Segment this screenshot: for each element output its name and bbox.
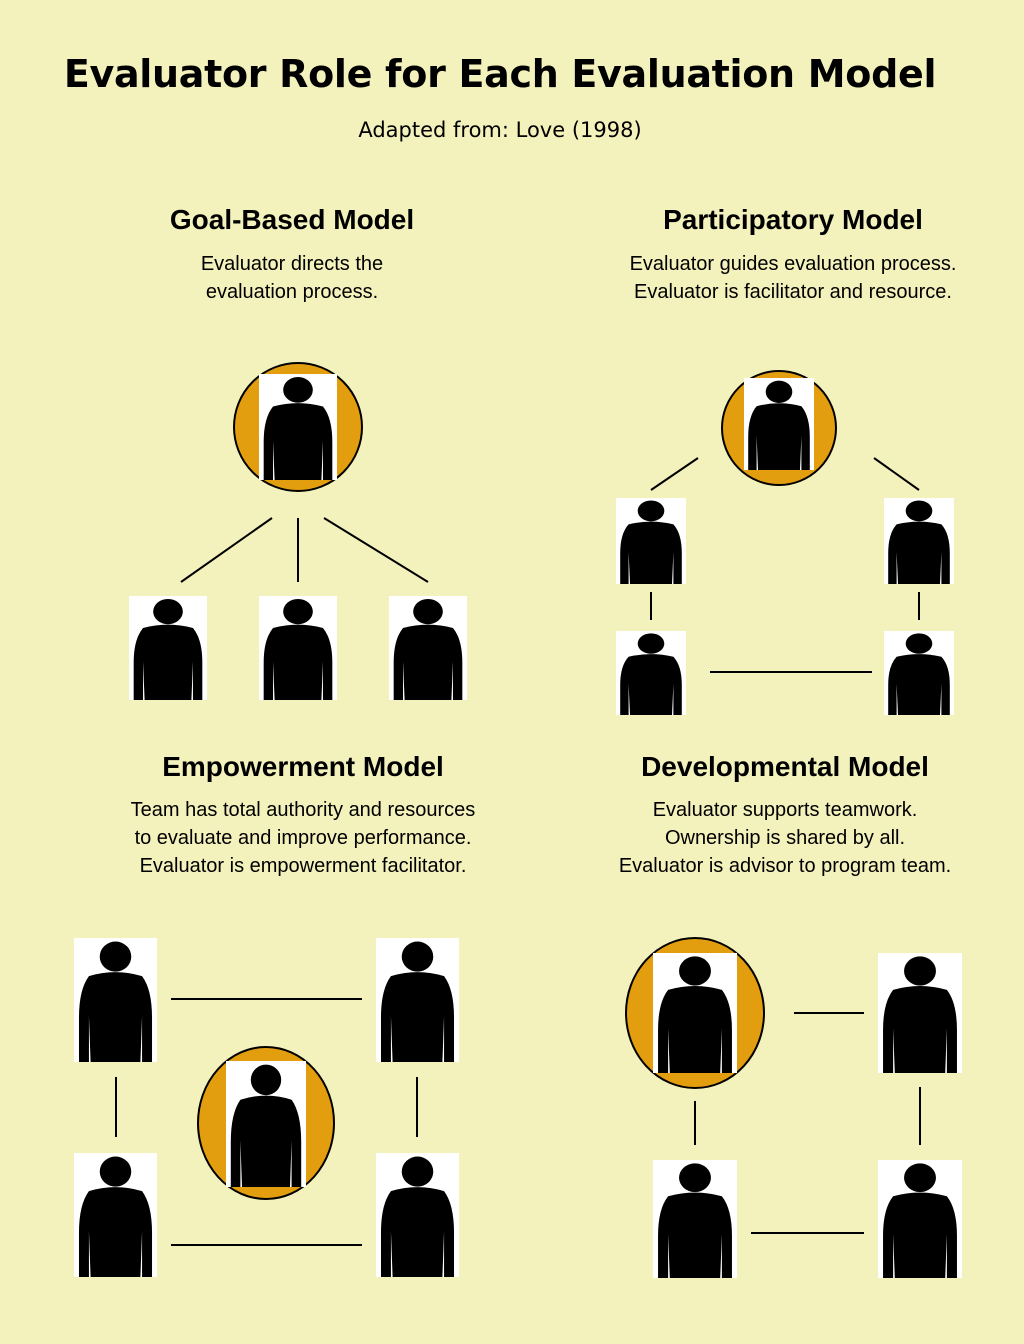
page-title: Evaluator Role for Each Evaluation Model (63, 52, 937, 96)
empowerment-description-line: Evaluator is empowerment facilitator. (139, 855, 467, 877)
developmental-description: Evaluator supports teamwork. Ownership i… (560, 796, 1010, 880)
developmental-heading: Developmental Model (641, 751, 929, 782)
goal-based-diagram (129, 362, 467, 701)
empowerment-heading: Empowerment Model (162, 751, 444, 782)
connector-line (873, 457, 920, 491)
team-member-figure (653, 1160, 737, 1279)
developmental-description-line: Ownership is shared by all. (664, 827, 906, 849)
empowerment-description-line: to evaluate and improve performance. (134, 827, 472, 849)
goal-based-description: Evaluator directs the evaluation process… (92, 250, 492, 306)
team-member-figure (376, 938, 459, 1063)
developmental-description-line: Evaluator is advisor to program team. (618, 855, 952, 877)
developmental-diagram (625, 937, 962, 1279)
page-subtitle: Adapted from: Love (1998) (358, 118, 642, 142)
team-member-figure (878, 1160, 962, 1279)
team-member-figure (884, 498, 954, 584)
connector-line (650, 457, 699, 491)
connector-line (180, 517, 273, 583)
team-member-figure (884, 631, 954, 715)
developmental-description-line: Evaluator supports teamwork. (652, 799, 918, 821)
participatory-description-line: Evaluator guides evaluation process. (629, 253, 957, 275)
team-member-figure (259, 596, 337, 701)
evaluator-figure (197, 1046, 335, 1200)
goal-based-heading: Goal-Based Model (169, 204, 415, 235)
team-member-figure (74, 938, 157, 1063)
team-member-figure (74, 1153, 157, 1278)
participatory-heading: Participatory Model (663, 204, 923, 235)
evaluator-figure (625, 937, 765, 1089)
participatory-description-line: Evaluator is facilitator and resource. (634, 281, 952, 303)
participatory-diagram (616, 370, 954, 715)
team-member-figure (389, 596, 467, 701)
team-member-figure (616, 498, 686, 584)
team-member-figure (376, 1153, 459, 1278)
team-member-figure (878, 953, 962, 1073)
empowerment-diagram (74, 938, 459, 1278)
team-member-figure (129, 596, 207, 701)
participatory-description: Evaluator guides evaluation process. Eva… (568, 250, 1018, 306)
evaluator-figure (233, 362, 363, 492)
empowerment-description-line: Team has total authority and resources (130, 799, 476, 821)
evaluator-figure (721, 370, 837, 486)
goal-based-description-line: evaluation process. (205, 281, 379, 303)
team-member-figure (616, 631, 686, 715)
goal-based-description-line: Evaluator directs the (200, 253, 384, 275)
connector-line (323, 517, 429, 583)
empowerment-description: Team has total authority and resources t… (78, 796, 528, 880)
